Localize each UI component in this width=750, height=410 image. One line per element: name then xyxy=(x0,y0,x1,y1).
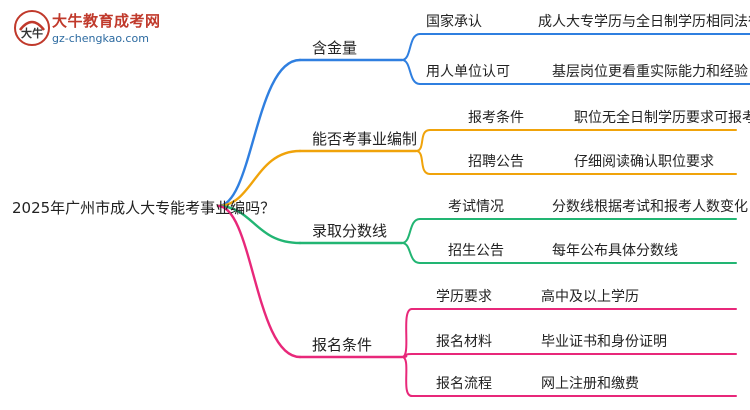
branch-connector xyxy=(216,204,302,359)
leaf-connector xyxy=(415,150,431,175)
branch-connector xyxy=(216,204,302,245)
leaf-value: 仔细阅读确认职位要求 xyxy=(574,153,714,170)
leaf-key: 招聘公告 xyxy=(468,154,524,170)
branch-connector xyxy=(216,58,302,208)
leaf-connector xyxy=(401,308,413,358)
root-topic: 2025年广州市成人大专能考事业编吗？ xyxy=(12,199,275,217)
leaf-key: 报名流程 xyxy=(436,376,492,392)
leaf-value: 每年公布具体分数线 xyxy=(552,243,678,259)
leaf-connector xyxy=(401,356,413,397)
branch-label: 录取分数线 xyxy=(312,222,387,240)
logo-mark-text: 大牛 xyxy=(21,26,43,40)
leaf-connector xyxy=(401,242,421,264)
leaf-value: 高中及以上学历 xyxy=(541,288,639,305)
leaf-key: 考试情况 xyxy=(448,199,504,215)
leaf-value: 毕业证书和身份证明 xyxy=(541,334,667,350)
mind-map-labels: 2025年广州市成人大专能考事业编吗？ 含金量 国家承认 成人大专学历与全日制学历相同… xyxy=(12,13,750,392)
leaf-value: 职位无全日制学历要求可报考 xyxy=(574,109,750,126)
leaf-connector xyxy=(415,129,431,152)
leaf-key: 报考条件 xyxy=(468,109,524,126)
leaf-connector xyxy=(401,218,421,244)
mind-map-links xyxy=(216,33,750,397)
leaf-key: 招生公告 xyxy=(448,243,504,259)
leaf-value: 分数线根据考试和报考人数变化 xyxy=(552,199,748,215)
logo-title: 大牛教育成考网 xyxy=(52,12,161,30)
leaf-connector xyxy=(401,33,421,61)
branch-label: 报名条件 xyxy=(312,336,372,354)
leaf-value: 网上注册和缴费 xyxy=(541,376,639,392)
leaf-key: 报名材料 xyxy=(436,334,492,350)
branch-label: 含金量 xyxy=(312,39,357,57)
leaf-value: 成人大专学历与全日制学历相同法律效力 xyxy=(538,13,750,30)
leaf-key: 学历要求 xyxy=(436,289,492,305)
logo-url: gz-chengkao.com xyxy=(52,32,149,45)
leaf-key: 国家承认 xyxy=(426,13,482,30)
leaf-key: 用人单位认可 xyxy=(426,64,510,80)
leaf-value: 基层岗位更看重实际能力和经验 xyxy=(552,63,748,80)
branch-label: 能否考事业编制 xyxy=(312,130,417,148)
leaf-connector xyxy=(401,59,421,85)
logo-mark-icon: 大牛 xyxy=(14,10,50,46)
branch-connector xyxy=(216,149,302,208)
site-logo: 大牛 大牛教育成考网 gz-chengkao.com xyxy=(12,8,162,52)
